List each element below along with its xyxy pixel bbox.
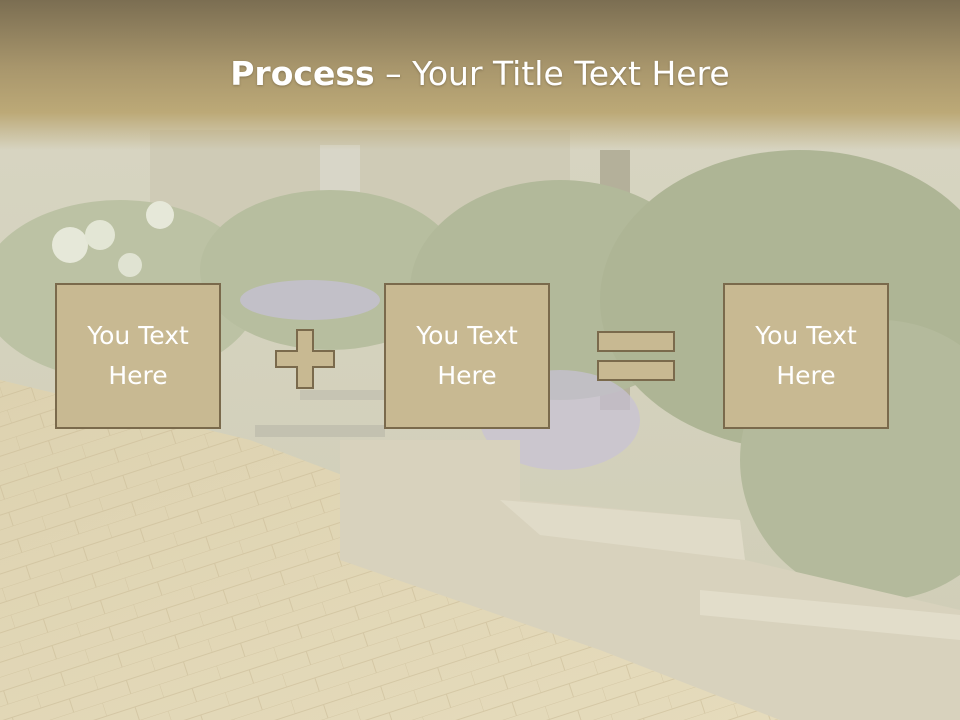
process-box-3-text: You Text Here xyxy=(755,321,857,390)
process-box-3[interactable]: You Text Here xyxy=(723,283,889,429)
equals-icon xyxy=(597,331,675,381)
process-box-2[interactable]: You Text Here xyxy=(384,283,550,429)
slide-title: Process – Your Title Text Here xyxy=(0,52,960,96)
title-bold: Process xyxy=(230,54,375,93)
process-box-2-text: You Text Here xyxy=(416,321,518,390)
process-box-1[interactable]: You Text Here xyxy=(55,283,221,429)
title-dash: – xyxy=(374,54,413,93)
plus-icon xyxy=(275,329,335,389)
process-box-1-text: You Text Here xyxy=(87,321,189,390)
header-band xyxy=(0,0,960,150)
title-text: Your Title Text Here xyxy=(412,54,730,93)
